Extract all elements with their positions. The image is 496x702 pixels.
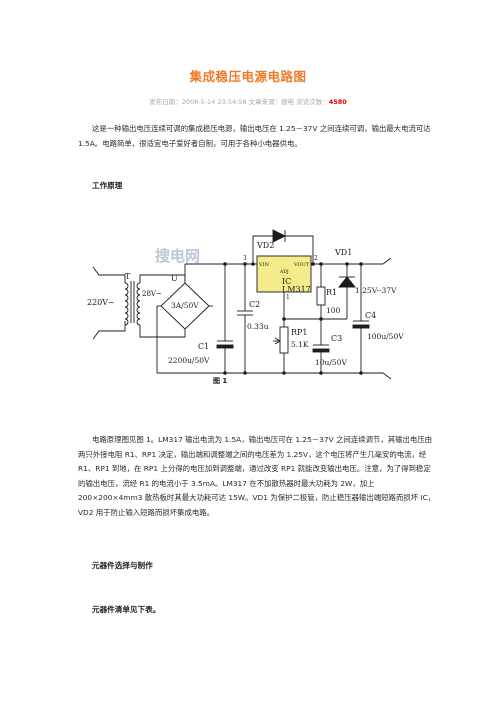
label-bridge: U bbox=[171, 274, 178, 283]
label-r1: R1 bbox=[326, 288, 337, 297]
junction-dots bbox=[223, 262, 363, 375]
label-ic-part: LM317 bbox=[282, 285, 311, 294]
meta-info: 发布日期：2008-5-14 23:54:58 文章来源：搜电 浏览次数： bbox=[149, 98, 329, 106]
label-transformer: T bbox=[125, 272, 131, 281]
label-vd2: VD2 bbox=[256, 241, 274, 250]
section-heading-principle: 工作原理 bbox=[92, 181, 123, 190]
mains-lead-bottom bbox=[92, 321, 126, 340]
section-heading-components: 元器件选择与制作 bbox=[92, 561, 153, 570]
circuit-figure: 搜电网 220V~ T 28V~ U 3A/50V C1 2200u/50V C… bbox=[85, 223, 413, 385]
label-output: 1.25V--37V bbox=[355, 286, 397, 295]
label-c2: C2 bbox=[249, 300, 260, 309]
label-c3-value: 10u/50V bbox=[315, 358, 347, 367]
mains-lead-top bbox=[92, 266, 126, 283]
label-bridge-rating: 3A/50V bbox=[171, 301, 199, 310]
section-heading-parts-list: 元器件清单见下表。 bbox=[92, 605, 161, 614]
potentiometer-rp1 bbox=[279, 326, 289, 354]
label-pin3: 3 bbox=[243, 255, 247, 262]
label-pin1: 1 bbox=[286, 294, 290, 301]
label-rp1: RP1 bbox=[291, 328, 308, 337]
label-vout: VOUT bbox=[293, 262, 310, 268]
label-adj: ADJ bbox=[279, 269, 289, 275]
label-rp1-value: 5.1K bbox=[291, 340, 309, 349]
label-c1: C1 bbox=[198, 342, 209, 351]
label-vin: VIN bbox=[258, 262, 270, 268]
label-secondary: 28V~ bbox=[142, 290, 162, 298]
figure-caption: 图 1 bbox=[213, 376, 227, 385]
label-pin2: 2 bbox=[314, 255, 318, 262]
label-r1-value: 100 bbox=[326, 306, 341, 315]
watermark: 搜电网 bbox=[155, 247, 200, 265]
intro-paragraph: 这是一种输出电压连续可调的集成稳压电源，输出电压在 1.25－37V 之间连续可… bbox=[78, 124, 431, 148]
article-meta: 发布日期：2008-5-14 23:54:58 文章来源：搜电 浏览次数：458… bbox=[0, 96, 496, 106]
label-c1-value: 2200u/50V bbox=[168, 356, 210, 365]
label-mains: 220V~ bbox=[87, 298, 115, 307]
view-count: 4580 bbox=[328, 98, 347, 106]
label-c3: C3 bbox=[331, 334, 342, 343]
transformer-primary bbox=[124, 282, 129, 326]
bridge-rectifier bbox=[160, 282, 210, 330]
transformer-secondary bbox=[136, 282, 141, 326]
resistor-r1 bbox=[316, 286, 326, 306]
label-c4: C4 bbox=[365, 311, 376, 320]
label-vd1: VD1 bbox=[334, 248, 352, 257]
circuit-diagram: 搜电网 220V~ T 28V~ U 3A/50V C1 2200u/50V C… bbox=[87, 229, 404, 385]
principle-paragraph: 电路原理图见图 1。LM317 输出电流为 1.5A，输出电压可在 1.25－3… bbox=[78, 435, 436, 517]
label-c2-value: 0.33u bbox=[247, 322, 269, 331]
label-ic: IC bbox=[282, 277, 291, 286]
article-title: 集成稳压电源电路图 bbox=[189, 69, 307, 84]
label-c4-value: 100u/50V bbox=[367, 332, 404, 341]
